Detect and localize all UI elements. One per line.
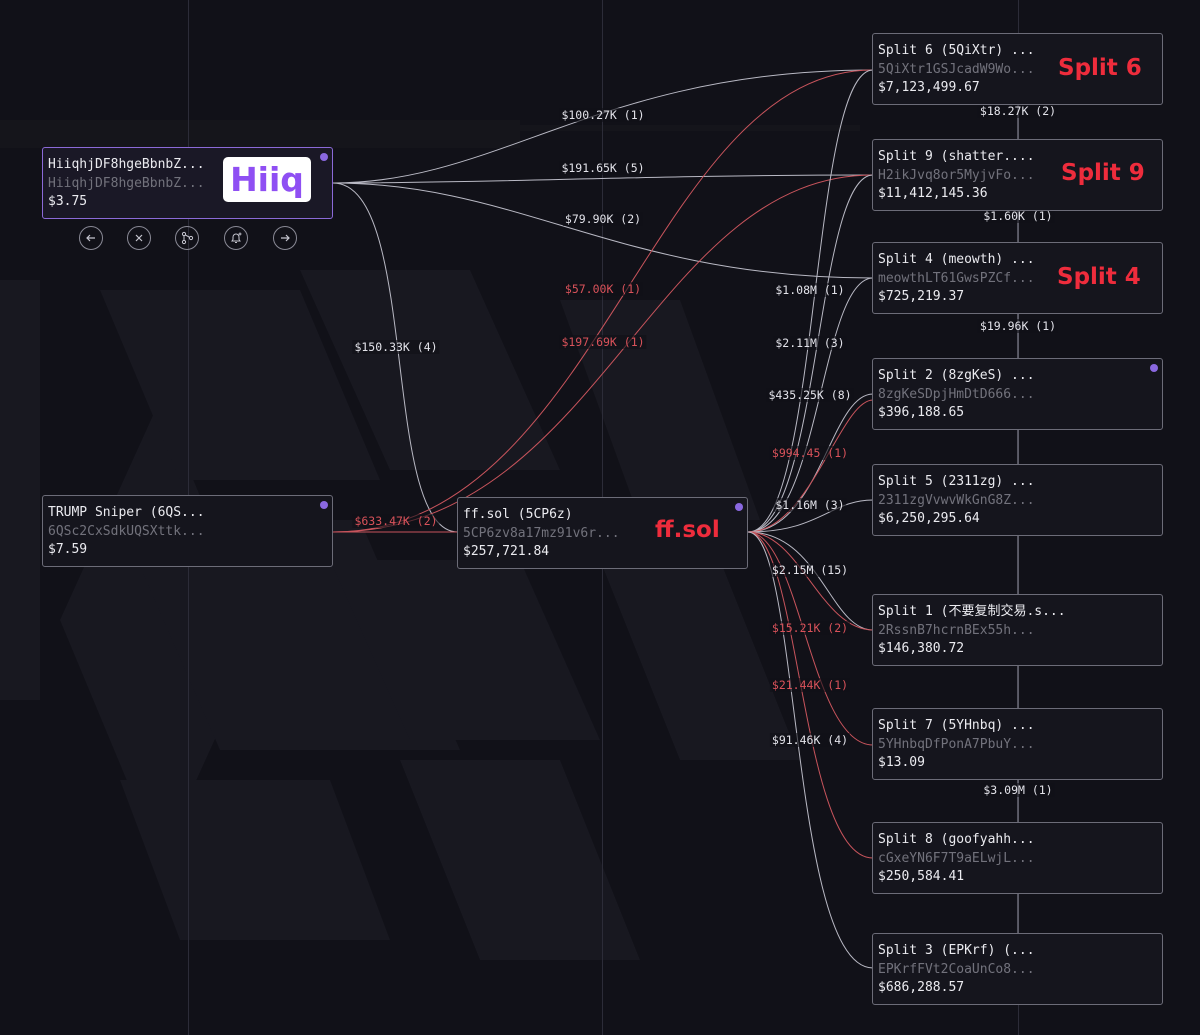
node-split2[interactable]: Split 2 (8zgKeS) ... 8zgKeSDpjHmDtD666..…: [872, 358, 1163, 430]
node-address: EPKrfFVt2CoaUnCo8...: [878, 961, 1035, 977]
annotation-split6: Split 6: [1058, 55, 1142, 81]
node-value: $3.75: [48, 194, 88, 209]
arrow-left-icon: [86, 234, 95, 242]
node-name: Split 2 (8zgKeS) ...: [878, 368, 1035, 383]
node-split3[interactable]: Split 3 (EPKrf) (... EPKrfFVt2CoaUnCo8..…: [872, 933, 1163, 1005]
node-name: Split 8 (goofyahh...: [878, 832, 1035, 847]
edge-label-ffsol-split6: $91.46K (4): [769, 733, 851, 747]
node-trump-sniper[interactable]: TRUMP Sniper (6QS... 6QSc2CxSdkUQSXttk..…: [42, 495, 333, 567]
status-dot: [1150, 364, 1158, 372]
back-button[interactable]: [79, 226, 103, 250]
node-value: $11,412,145.36: [878, 186, 988, 201]
node-name: TRUMP Sniper (6QS...: [48, 505, 205, 520]
node-name: Split 7 (5YHnbq) ...: [878, 718, 1035, 733]
node-split7[interactable]: Split 7 (5YHnbq) ... 5YHnbqDfPonA7PbuY..…: [872, 708, 1163, 780]
node-value: $396,188.65: [878, 405, 965, 420]
expand-graph-icon: [181, 231, 194, 245]
annotation-hiiq: Hiiq: [223, 157, 311, 202]
edge-label-hiiq-split4: $79.90K (2): [562, 212, 644, 226]
node-name: Split 4 (meowth) ...: [878, 252, 1035, 267]
close-icon: [135, 234, 143, 242]
edge-label-split1-ffsol: $15.21K (2): [769, 621, 851, 635]
edge-label-ffsol-split5: $1.16M (3): [773, 498, 847, 512]
edge-label-hiiq-split9: $191.65K (5): [559, 161, 647, 175]
node-address: 2RssnB7hcrnBEx55h...: [878, 622, 1035, 638]
edge-label-hiiq-ffsol: $150.33K (4): [352, 340, 440, 354]
status-dot: [320, 501, 328, 509]
edge-label-split7-ffsol: $21.44K (1): [769, 678, 851, 692]
edge-label-ffsol-split2: $435.25K (8): [766, 388, 854, 402]
node-value: $7,123,499.67: [878, 80, 980, 95]
node-split5[interactable]: Split 5 (2311zg) ... 2311zgVvwvWkGnG8Z..…: [872, 464, 1163, 536]
node-ffsol[interactable]: ff.sol (5CP6z) 5CP6zv8a17mz91v6r... $257…: [457, 497, 748, 569]
edge-label-split7-split8: $3.09M (1): [981, 783, 1055, 797]
node-value: $13.09: [878, 755, 925, 770]
node-split8[interactable]: Split 8 (goofyahh... cGxeYN6F7T9aELwjL..…: [872, 822, 1163, 894]
forward-button[interactable]: [273, 226, 297, 250]
node-split9[interactable]: Split 9 (shatter.... H2ikJvq8or5MyjvFo..…: [872, 139, 1163, 211]
annotation-split9: Split 9: [1061, 160, 1145, 186]
node-address: 5QiXtr1GSJcadW9Wo...: [878, 61, 1035, 77]
node-address: 5YHnbqDfPonA7PbuY...: [878, 736, 1035, 752]
node-name: Split 5 (2311zg) ...: [878, 474, 1035, 489]
node-address: 6QSc2CxSdkUQSXttk...: [48, 523, 205, 539]
node-address: 8zgKeSDpjHmDtD666...: [878, 386, 1035, 402]
node-value: $725,219.37: [878, 289, 965, 304]
node-address: 2311zgVvwvWkGnG8Z...: [878, 492, 1035, 508]
edge-label-ffsol-split4: $1.08M (1): [773, 283, 847, 297]
annotation-split4: Split 4: [1057, 264, 1141, 290]
node-address: HiiqhjDF8hgeBbnbZ...: [48, 175, 205, 191]
node-split6[interactable]: Split 6 (5QiXtr) ... 5QiXtr1GSJcadW9Wo..…: [872, 33, 1163, 105]
node-split1[interactable]: Split 1 (不要复制交易.s... 2RssnB7hcrnBEx55h..…: [872, 594, 1163, 666]
edge-label-split6-split9: $18.27K (2): [977, 104, 1059, 118]
edge-label-hiiq-split6: $100.27K (1): [559, 108, 647, 122]
add-alert-button[interactable]: [224, 226, 248, 250]
edge-label-ffsol-split1: $2.15M (15): [769, 563, 851, 577]
annotation-ffsol: ff.sol: [655, 517, 720, 543]
status-dot: [735, 503, 743, 511]
edge-label-ffsol-split9: $2.11M (3): [773, 336, 847, 350]
edge-label-trump-split9: $197.69K (1): [559, 335, 647, 349]
node-value: $250,584.41: [878, 869, 965, 884]
status-dot: [320, 153, 328, 161]
node-value: $7.59: [48, 542, 88, 557]
node-split4[interactable]: Split 4 (meowth) ... meowthLT61GwsPZCf..…: [872, 242, 1163, 314]
arrow-right-icon: [281, 234, 290, 242]
edge-label-split2-ffsol: $994.45 (1): [769, 446, 851, 460]
node-address: H2ikJvq8or5MyjvFo...: [878, 167, 1035, 183]
expand-graph-button[interactable]: [175, 226, 199, 250]
node-name: ff.sol (5CP6z): [463, 507, 573, 522]
node-name: Split 1 (不要复制交易.s...: [878, 604, 1066, 619]
node-value: $6,250,295.64: [878, 511, 980, 526]
node-name: Split 9 (shatter....: [878, 149, 1035, 164]
remove-button[interactable]: [127, 226, 151, 250]
node-address: meowthLT61GwsPZCf...: [878, 270, 1035, 286]
edge-label-split4-split2: $19.96K (1): [977, 319, 1059, 333]
node-address: 5CP6zv8a17mz91v6r...: [463, 525, 620, 541]
edge-label-trump-ffsol: $633.47K (2): [352, 514, 440, 528]
node-name: Split 3 (EPKrf) (...: [878, 943, 1035, 958]
edge-label-trump-split6: $57.00K (1): [562, 282, 644, 296]
node-address: cGxeYN6F7T9aELwjL...: [878, 850, 1035, 866]
node-value: $146,380.72: [878, 641, 965, 656]
node-value: $257,721.84: [463, 544, 550, 559]
edge-label-split9-split4: $1.60K (1): [981, 209, 1055, 223]
node-value: $686,288.57: [878, 980, 965, 995]
add-alert-icon: [231, 232, 242, 243]
node-name: HiiqhjDF8hgeBbnbZ...: [48, 157, 205, 172]
node-name: Split 6 (5QiXtr) ...: [878, 43, 1035, 58]
